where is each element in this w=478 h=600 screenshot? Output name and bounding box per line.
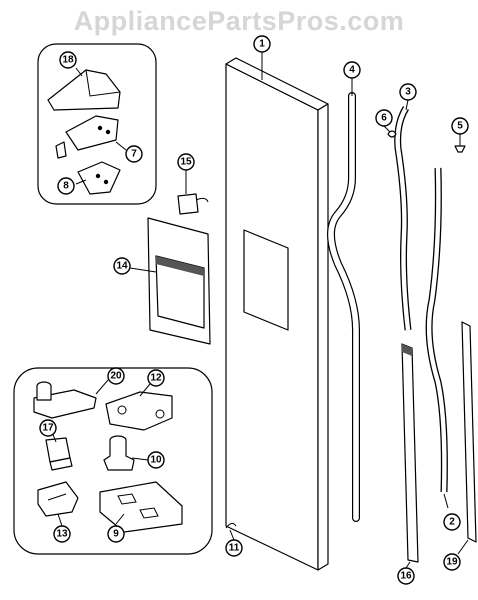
part-15-switch [177, 193, 199, 215]
callout-label-13: 13 [56, 529, 68, 540]
callout-13: 13 [53, 525, 71, 543]
part-3-handle-trim-fill [395, 106, 411, 331]
part-13-bracket [37, 481, 79, 517]
callout-1: 1 [253, 35, 271, 53]
part-19-trim-strip [461, 321, 477, 543]
part-9-slot [139, 507, 159, 519]
callout-9: 9 [107, 525, 125, 543]
callout-label-7: 7 [131, 149, 137, 160]
part-7-upper-hinge [65, 115, 119, 151]
part-15-wire [195, 197, 209, 203]
part-1-dispenser-opening [243, 229, 289, 331]
callout-10: 10 [147, 451, 165, 469]
callout-20: 20 [107, 367, 125, 385]
callout-16: 16 [397, 567, 415, 585]
callout-label-12: 12 [150, 373, 162, 384]
part-13-slot [47, 493, 67, 501]
callout-label-15: 15 [180, 157, 192, 168]
callout-6: 6 [375, 109, 393, 127]
callout-5: 5 [451, 117, 469, 135]
part-12-hole [117, 405, 127, 415]
callout-19: 19 [443, 553, 461, 571]
callout-3: 3 [399, 83, 417, 101]
part-10-pin-body [103, 440, 135, 471]
part-1-door-side [317, 103, 329, 571]
part-9-slot [117, 493, 137, 505]
part-12-hole [155, 409, 165, 419]
callout-label-1: 1 [259, 39, 265, 50]
callout-label-17: 17 [42, 423, 54, 434]
callout-7: 7 [125, 145, 143, 163]
part-8-hinge-plate [77, 161, 121, 195]
callout-label-6: 6 [381, 113, 387, 124]
part-5-screw [454, 145, 466, 153]
part-18-hinge-cover [47, 69, 121, 111]
part-12-bracket [105, 391, 173, 431]
callout-11: 11 [225, 539, 243, 557]
callout-15: 15 [177, 153, 195, 171]
part-8-hole [103, 179, 109, 185]
callout-2: 2 [443, 513, 461, 531]
part-9-hinge-plate [99, 481, 183, 533]
top-hinge-group-frame [37, 43, 157, 205]
callout-label-18: 18 [62, 55, 74, 66]
callout-label-16: 16 [400, 571, 412, 582]
part-7-pin [55, 141, 67, 159]
part-16-trim-shade [402, 344, 412, 356]
part-18-edge [85, 69, 121, 97]
callout-8: 8 [57, 177, 75, 195]
part-14-shade [156, 256, 204, 276]
callout-12: 12 [147, 369, 165, 387]
part-8-hole [95, 173, 101, 179]
part-6-screw [387, 130, 397, 138]
callout-label-20: 20 [110, 371, 122, 382]
callout-17: 17 [39, 419, 57, 437]
part-7-hole [97, 125, 103, 131]
callout-label-10: 10 [150, 455, 162, 466]
callout-14: 14 [113, 257, 131, 275]
part-4-door-handle-fill [328, 93, 359, 521]
callout-label-19: 19 [446, 557, 458, 568]
part-7-hole [105, 129, 111, 135]
callout-4: 4 [343, 61, 361, 79]
part-16-trim-strip [401, 343, 419, 563]
part-11-fastener [225, 522, 237, 529]
callout-label-14: 14 [116, 261, 128, 272]
callout-label-2: 2 [449, 517, 455, 528]
callout-label-8: 8 [63, 181, 69, 192]
part-17-tab [49, 457, 73, 471]
callout-label-4: 4 [349, 65, 355, 76]
callout-label-9: 9 [113, 529, 119, 540]
part-20-pin-body [36, 386, 52, 401]
callout-label-11: 11 [229, 543, 240, 554]
callout-label-3: 3 [405, 87, 411, 98]
part-2-handle-fill [426, 167, 447, 493]
callout-18: 18 [59, 51, 77, 69]
callout-label-5: 5 [457, 121, 463, 132]
watermark: AppliancePartsPros.com [73, 6, 405, 36]
leader-lines [51, 48, 469, 569]
